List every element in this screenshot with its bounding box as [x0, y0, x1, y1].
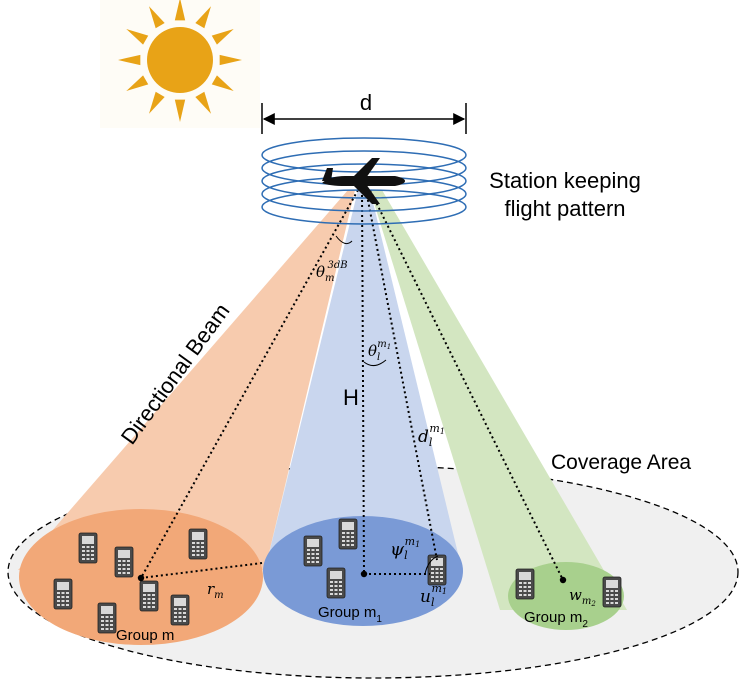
sun-ray: [149, 91, 165, 114]
angle-arcs: [335, 235, 439, 575]
theta-3db-symbol: θm3dB: [316, 260, 348, 284]
group-m2-label: Group m2: [524, 609, 588, 630]
r-m-symbol: rm: [207, 580, 224, 601]
aircraft-icon: [322, 158, 405, 204]
phone-icon: [53, 578, 73, 610]
station-label-line2: flight pattern: [504, 196, 625, 221]
dotted-lines: [140, 189, 564, 581]
group-m2-ellipse: [508, 562, 624, 630]
beam-green: [370, 190, 627, 610]
w-m2-symbol: wm2: [569, 586, 596, 608]
phone-icon: [515, 568, 535, 600]
beam-orange: [18, 190, 355, 570]
station-label-line1: Station keeping: [489, 168, 641, 193]
sun-ray: [174, 99, 186, 122]
sun-ray: [211, 29, 234, 45]
psi-l-symbol: ψlm1: [390, 535, 420, 562]
sun-ray: [126, 75, 149, 91]
phone-icon: [602, 576, 622, 608]
theta-l-symbol: θlm1: [368, 339, 391, 363]
group-m2-center: [559, 576, 567, 584]
phone-icon: [78, 532, 98, 564]
sun-ray: [118, 54, 141, 66]
sun-ray: [149, 6, 165, 29]
phone-icon: [326, 567, 346, 599]
phone-icon: [303, 535, 323, 567]
d-label: d: [360, 90, 372, 115]
group-m1-label: Group m1: [318, 604, 382, 625]
phone-icon: [338, 518, 358, 550]
group-m-label: Group m: [116, 627, 174, 644]
group-m-center: [137, 574, 145, 582]
d-l-symbol: dlm1: [418, 422, 445, 449]
coverage-area-label: Coverage Area: [551, 451, 691, 474]
sun-ray: [219, 54, 242, 66]
u-l-symbol: ulm1: [420, 582, 447, 609]
phone-icon: [114, 546, 134, 578]
phone-icon: [170, 594, 190, 626]
sun-ray: [211, 75, 234, 91]
phone-icon: [188, 528, 208, 560]
sun-ray: [195, 91, 211, 114]
height-label: H: [343, 385, 359, 410]
sun-ray: [174, 0, 186, 21]
phone-icon: [139, 580, 159, 612]
group-m1-center: [360, 570, 368, 578]
sun-ray: [195, 6, 211, 29]
sun-icon: [100, 0, 260, 128]
phone-icon: [97, 602, 117, 634]
sun-ray: [126, 29, 149, 45]
